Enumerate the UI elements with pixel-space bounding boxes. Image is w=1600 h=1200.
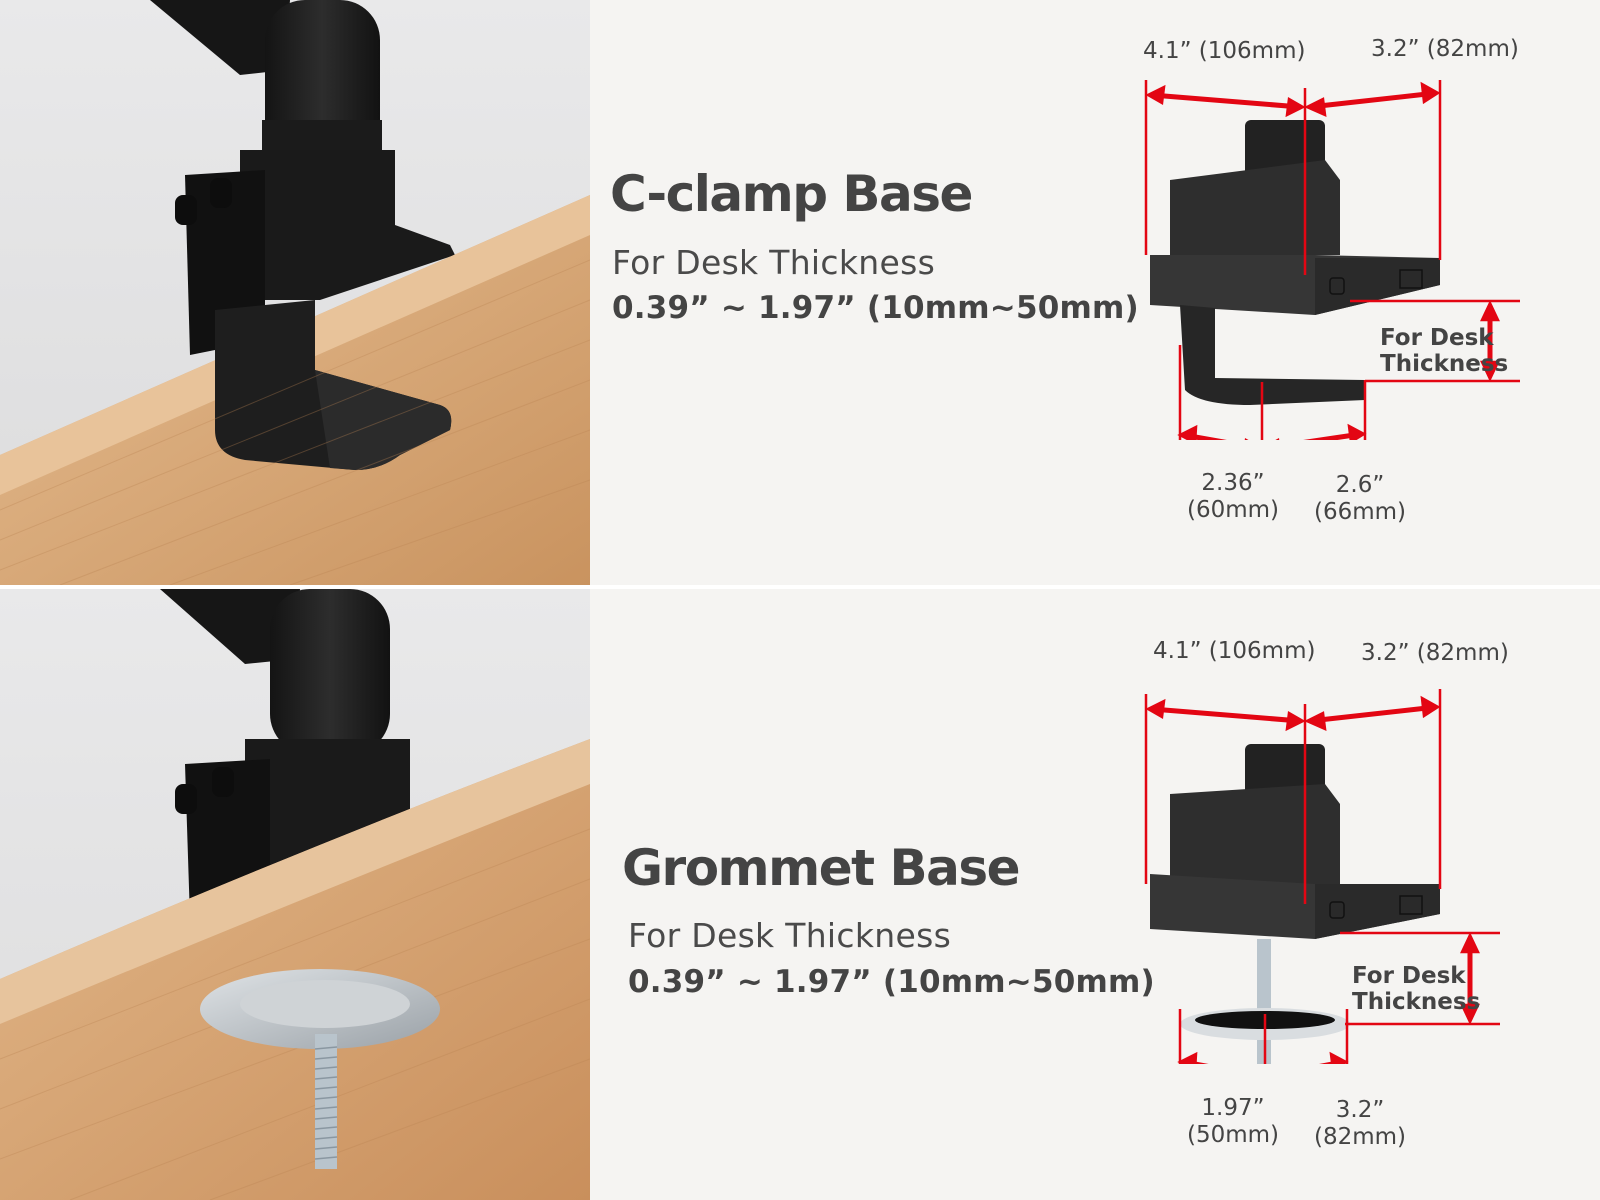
dim-bottom-right: 2.6” (66mm)	[1313, 472, 1407, 525]
grommet-section: Grommet Base For Desk Thickness 0.39” ~ …	[0, 589, 1600, 1200]
c-clamp-section: C-clamp Base For Desk Thickness 0.39” ~ …	[0, 0, 1600, 585]
desk-thickness-range: 0.39” ~ 1.97” (10mm~50mm)	[612, 290, 1139, 326]
section-title: Grommet Base	[622, 839, 1021, 897]
c-clamp-photo	[0, 0, 590, 585]
desk-thickness-dim-label: For Desk Thickness	[1380, 325, 1509, 377]
grommet-mount-illustration-icon	[0, 589, 590, 1200]
grommet-dimension-diagram	[1144, 689, 1500, 1064]
dim-top-right: 3.2” (82mm)	[1361, 640, 1509, 666]
desk-thickness-dim-label: For Desk Thickness	[1352, 963, 1481, 1015]
dim-top-left: 4.1” (106mm)	[1143, 38, 1306, 64]
dim-bottom-right: 3.2” (82mm)	[1313, 1097, 1407, 1150]
grommet-photo	[0, 589, 590, 1200]
dim-bottom-left: 2.36” (60mm)	[1186, 470, 1280, 523]
desk-thickness-label: For Desk Thickness	[628, 916, 952, 955]
c-clamp-dimension-diagram	[1144, 80, 1520, 440]
desk-thickness-range: 0.39” ~ 1.97” (10mm~50mm)	[628, 964, 1155, 1000]
dim-top-left: 4.1” (106mm)	[1153, 638, 1316, 664]
dim-top-right: 3.2” (82mm)	[1371, 36, 1519, 62]
section-title: C-clamp Base	[610, 165, 973, 223]
dim-bottom-left: 1.97” (50mm)	[1186, 1095, 1280, 1148]
c-clamp-mount-illustration-icon	[0, 0, 590, 585]
desk-thickness-label: For Desk Thickness	[612, 243, 936, 282]
